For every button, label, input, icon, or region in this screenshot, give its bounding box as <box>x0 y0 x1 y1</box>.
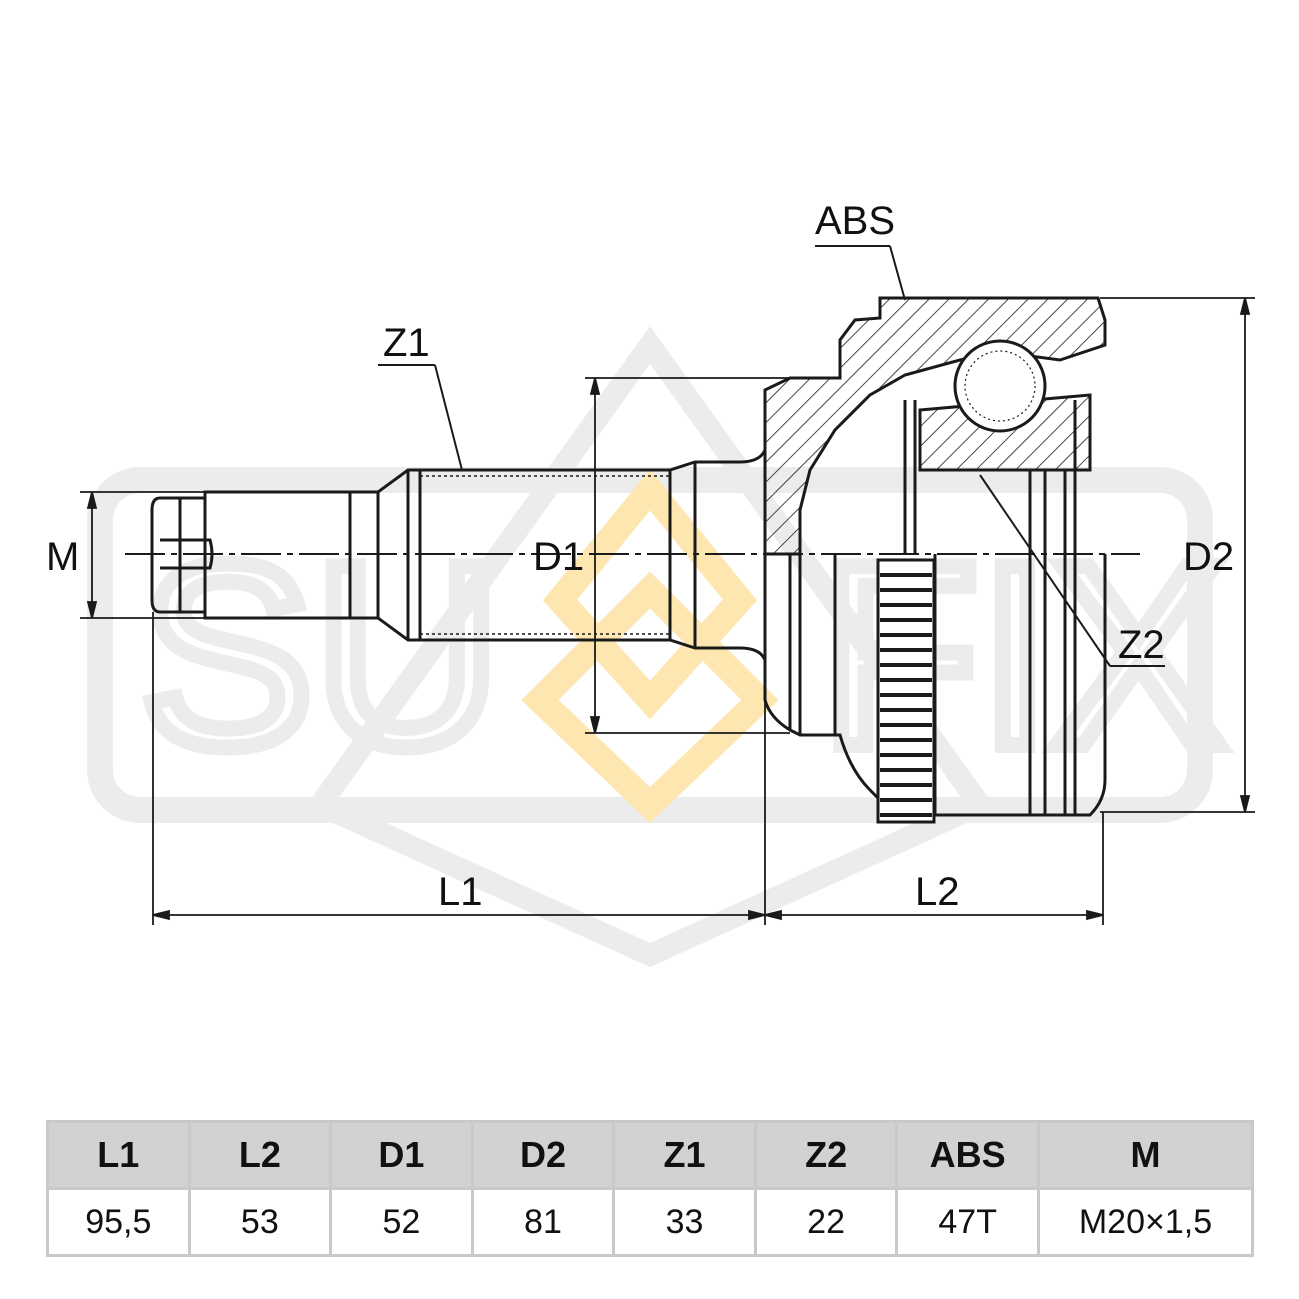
label-z1: Z1 <box>383 321 430 365</box>
label-abs: ABS <box>815 199 895 243</box>
value-m: M20×1,5 <box>1037 1187 1254 1257</box>
value-l1: 95,5 <box>46 1187 191 1257</box>
abs-tone-ring <box>876 558 936 824</box>
dimension-lines <box>80 297 1255 925</box>
header-l2: L2 <box>187 1120 333 1190</box>
spec-table-header-row: L1 L2 D1 D2 Z1 Z2 ABS M <box>46 1120 1254 1190</box>
header-d1: D1 <box>329 1120 474 1190</box>
spec-table: L1 L2 D1 D2 Z1 Z2 ABS M 95,5 53 52 81 33… <box>46 1120 1254 1257</box>
header-m: M <box>1037 1120 1254 1190</box>
header-z1: Z1 <box>612 1120 757 1190</box>
value-d2: 81 <box>470 1187 616 1257</box>
header-d2: D2 <box>470 1120 616 1190</box>
label-l2: L2 <box>915 870 960 914</box>
shaft-outline <box>150 449 767 661</box>
header-l1: L1 <box>46 1120 191 1190</box>
header-abs: ABS <box>895 1120 1040 1190</box>
spec-table-value-row: 95,5 53 52 81 33 22 47T M20×1,5 <box>46 1187 1254 1257</box>
value-l2: 53 <box>187 1187 333 1257</box>
cv-joint-drawing: SU FIX <box>46 199 1255 968</box>
value-d1: 52 <box>329 1187 474 1257</box>
label-d2: D2 <box>1183 535 1234 579</box>
value-z1: 33 <box>612 1187 757 1257</box>
label-m: M <box>46 535 79 579</box>
label-z2: Z2 <box>1118 623 1165 667</box>
label-d1: D1 <box>533 535 584 579</box>
value-z2: 22 <box>753 1187 899 1257</box>
value-abs: 47T <box>895 1187 1040 1257</box>
header-z2: Z2 <box>753 1120 899 1190</box>
ball-bearing <box>953 339 1047 433</box>
label-l1: L1 <box>438 870 483 914</box>
leader-lines <box>378 245 1165 667</box>
